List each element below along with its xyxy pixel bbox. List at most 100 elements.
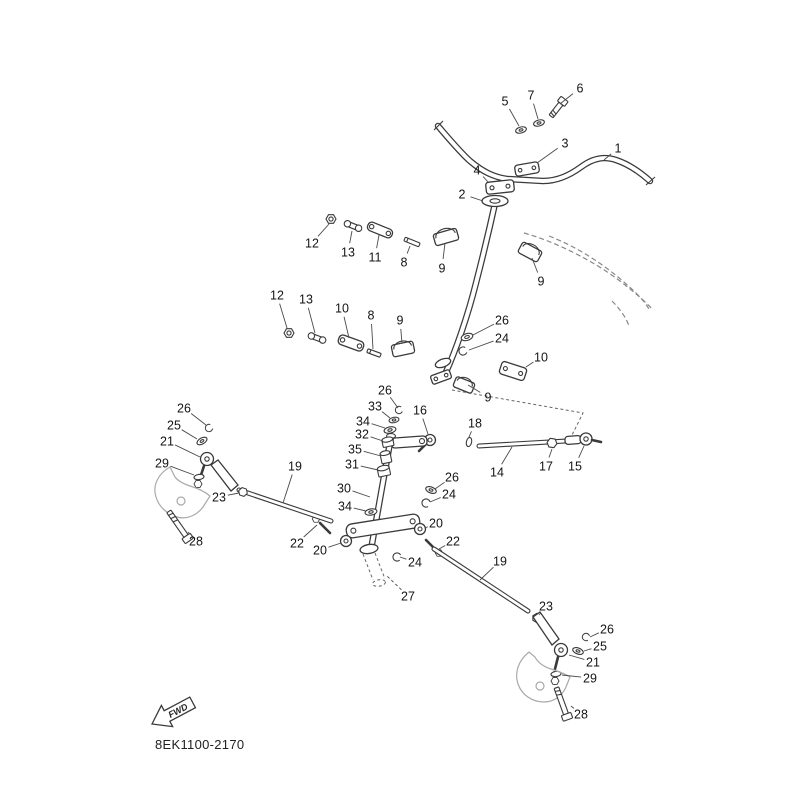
part-shaft-lower-bracket	[429, 357, 453, 385]
part-tie-rod-19-left	[236, 487, 334, 524]
diagram-code: 8EK1100-2170	[155, 737, 244, 752]
part-collar-35	[379, 450, 393, 465]
part-washer-18	[465, 436, 473, 448]
callout-29: 29	[155, 456, 169, 470]
frame-bracket-left	[154, 466, 211, 519]
callout-13: 13	[341, 245, 355, 259]
callout-10: 10	[335, 301, 349, 315]
callout-21: 21	[586, 655, 600, 669]
callout-17: 17	[539, 459, 553, 473]
leader-line-1	[603, 153, 612, 161]
callout-24: 24	[442, 487, 456, 501]
leader-line-16	[422, 418, 429, 435]
part-bolt-6	[548, 96, 569, 118]
callout-27: 27	[401, 589, 415, 603]
leader-line-10	[525, 361, 534, 368]
part-relay-arm-upper	[390, 435, 428, 449]
callout-8: 8	[401, 255, 408, 269]
leader-line-9	[400, 328, 403, 344]
leader-line-24	[399, 556, 407, 560]
leader-line-11	[376, 234, 380, 249]
leader-line-19	[282, 474, 293, 504]
leader-line-12	[279, 303, 288, 329]
part-ball-stud-22-left	[311, 515, 332, 535]
callout-7: 7	[528, 88, 535, 102]
part-clamp-4	[485, 179, 515, 195]
part-circlip-24-center	[391, 551, 402, 563]
leader-line-10	[343, 316, 350, 339]
leader-line-23	[538, 612, 541, 616]
callout-14: 14	[490, 465, 504, 479]
callout-5: 5	[502, 94, 509, 108]
leader-line-25	[583, 648, 592, 652]
leader-line-33	[381, 411, 391, 419]
callout-1: 1	[615, 141, 622, 155]
leader-line-26	[589, 632, 600, 638]
callout-26: 26	[495, 313, 509, 327]
part-relay-arm-30	[345, 513, 421, 539]
part-bracket-10-right	[498, 360, 528, 382]
leader-line-35	[363, 450, 382, 457]
callout-9: 9	[538, 274, 545, 288]
callout-21: 21	[160, 434, 174, 448]
leader-line-12	[317, 223, 330, 237]
part-pin-8-upper	[403, 236, 421, 248]
leader-line-26	[472, 323, 495, 336]
frame-outline-dashed	[523, 232, 654, 327]
part-bushing-31	[376, 464, 392, 478]
part-nut-12-lower	[283, 328, 295, 338]
part-circlip-26-stem	[394, 405, 404, 416]
callout-23: 23	[212, 490, 226, 504]
leader-line-24	[429, 497, 441, 503]
leader-line-26	[434, 481, 445, 490]
leader-line-19	[479, 566, 494, 581]
leader-line-24	[468, 340, 494, 351]
leader-lines	[170, 93, 612, 709]
leader-line-31	[360, 465, 379, 471]
part-joint-13-upper	[343, 220, 363, 232]
callout-12: 12	[305, 236, 319, 250]
callout-18: 18	[468, 416, 482, 430]
leader-line-4	[482, 176, 490, 184]
leader-line-15	[578, 445, 585, 458]
part-rod-end-21-right	[532, 611, 569, 671]
leader-line-25	[181, 429, 198, 440]
part-tie-rod-19-right	[431, 546, 531, 614]
part-rod-end-21-left	[198, 451, 239, 492]
leader-line-20	[424, 526, 428, 529]
callout-31: 31	[345, 457, 359, 471]
callout-8: 8	[368, 308, 375, 322]
leader-line-26	[190, 413, 207, 426]
part-bushing-32	[381, 436, 395, 448]
part-bracket-10-left	[337, 334, 365, 352]
leader-line-28	[570, 705, 575, 709]
callout-26: 26	[378, 383, 392, 397]
leader-line-29	[170, 465, 195, 476]
part-stem-bottom-hidden	[359, 543, 386, 587]
callout-24: 24	[495, 331, 509, 345]
part-bolt-28-right	[553, 686, 574, 722]
callout-25: 25	[593, 639, 607, 653]
part-handlebar	[433, 120, 656, 186]
part-washer-29-right	[550, 670, 562, 685]
callout-6: 6	[577, 81, 584, 95]
leader-line-28	[187, 531, 191, 535]
callout-16: 16	[413, 403, 427, 417]
part-ball-joint-16	[417, 433, 437, 453]
fwd-arrow-icon: FWD	[151, 696, 197, 728]
part-washer-25-right	[572, 647, 584, 655]
part-washer-29-left	[193, 473, 205, 488]
leader-line-13	[349, 230, 353, 244]
leader-line-13	[307, 307, 316, 334]
callout-34: 34	[338, 499, 352, 513]
callout-19: 19	[493, 554, 507, 568]
leader-line-26	[389, 397, 399, 409]
part-washer-7	[533, 119, 545, 127]
callout-15: 15	[568, 459, 582, 473]
callout-20: 20	[429, 516, 443, 530]
leader-line-14	[501, 446, 513, 465]
part-washer-34-upper	[383, 426, 397, 434]
